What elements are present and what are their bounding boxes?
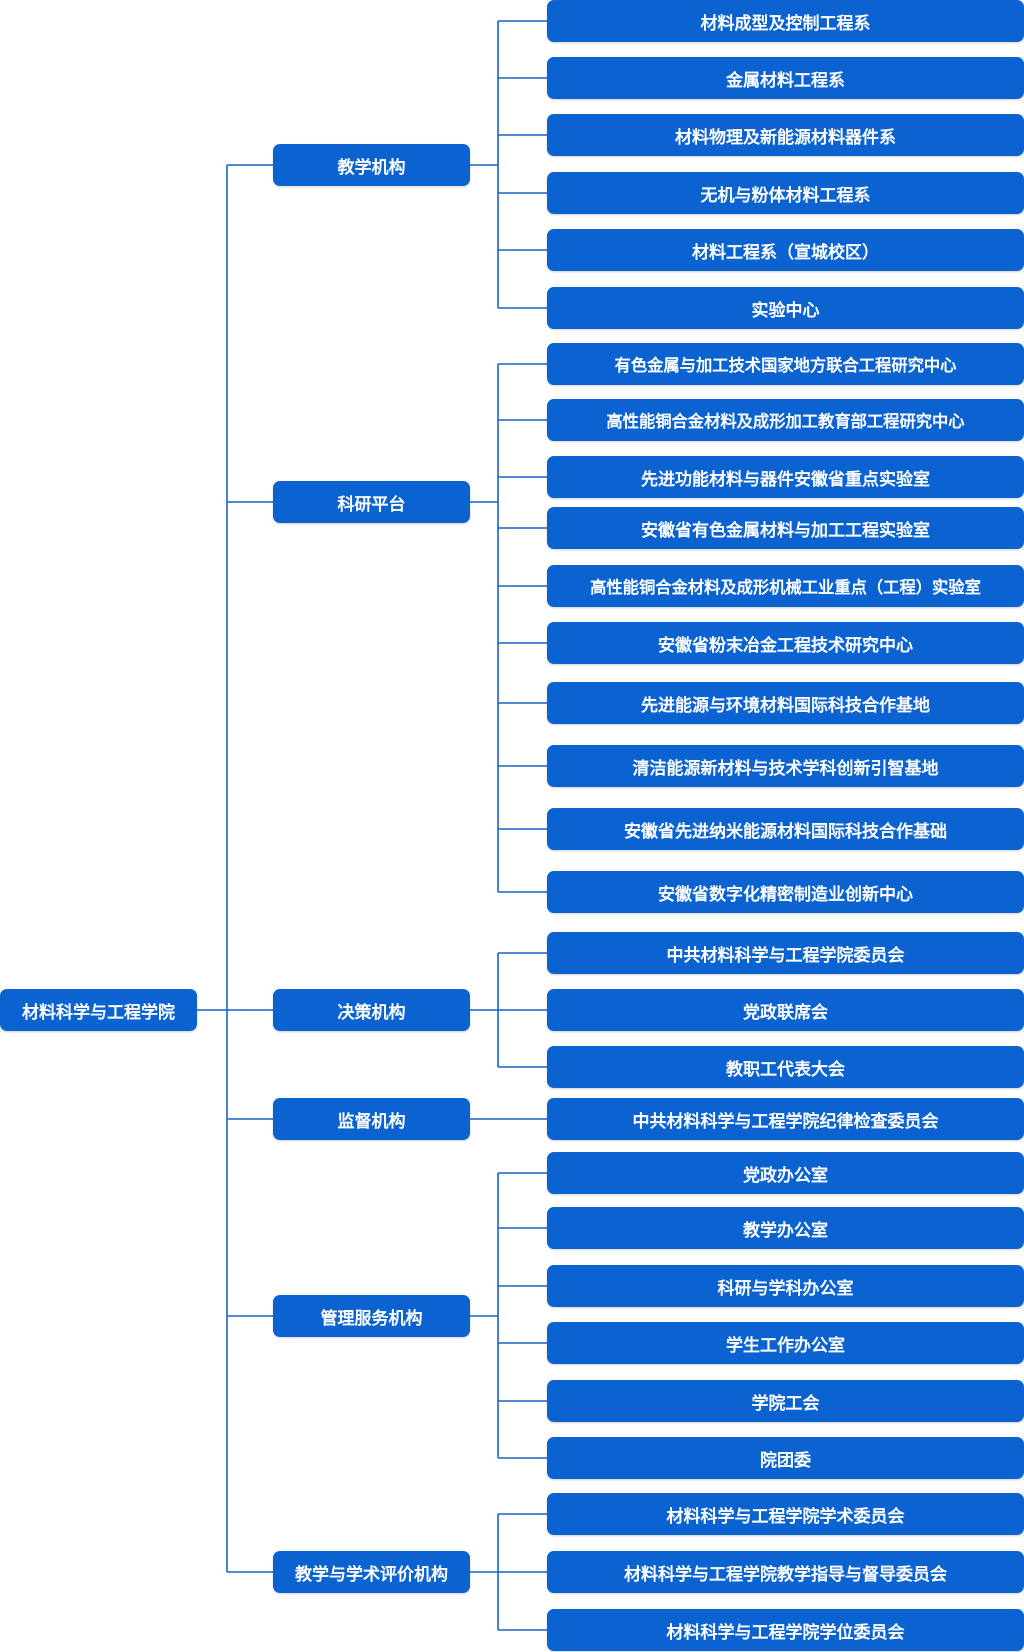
leaf-node[interactable]: 材料科学与工程学院学术委员会 [547,1493,1024,1535]
leaf-node[interactable]: 无机与粉体材料工程系 [547,172,1024,214]
leaf-node[interactable]: 安徽省有色金属材料与加工工程实验室 [547,507,1024,549]
leaf-node[interactable]: 学院工会 [547,1380,1024,1422]
leaf-node[interactable]: 中共材料科学与工程学院纪律检查委员会 [547,1098,1024,1140]
leaf-node[interactable]: 高性能铜合金材料及成形加工教育部工程研究中心 [547,399,1024,441]
leaf-node[interactable]: 材料工程系（宣城校区） [547,229,1024,271]
leaf-node[interactable]: 党政联席会 [547,989,1024,1031]
leaf-node[interactable]: 先进功能材料与器件安徽省重点实验室 [547,456,1024,498]
category-node[interactable]: 管理服务机构 [273,1295,470,1337]
leaf-node[interactable]: 材料物理及新能源材料器件系 [547,114,1024,156]
leaf-node[interactable]: 学生工作办公室 [547,1322,1024,1364]
leaf-node[interactable]: 党政办公室 [547,1152,1024,1194]
leaf-node[interactable]: 教职工代表大会 [547,1046,1024,1088]
root-node[interactable]: 材料科学与工程学院 [0,989,197,1031]
category-node[interactable]: 监督机构 [273,1098,470,1140]
leaf-node[interactable]: 院团委 [547,1437,1024,1479]
category-node[interactable]: 科研平台 [273,481,470,523]
leaf-node[interactable]: 高性能铜合金材料及成形机械工业重点（工程）实验室 [547,565,1024,607]
leaf-node[interactable]: 材料科学与工程学院教学指导与督导委员会 [547,1551,1024,1593]
leaf-node[interactable]: 清洁能源新材料与技术学科创新引智基地 [547,745,1024,787]
category-node[interactable]: 决策机构 [273,989,470,1031]
leaf-node[interactable]: 中共材料科学与工程学院委员会 [547,932,1024,974]
leaf-node[interactable]: 安徽省数字化精密制造业创新中心 [547,871,1024,913]
leaf-node[interactable]: 材料科学与工程学院学位委员会 [547,1609,1024,1651]
leaf-node[interactable]: 有色金属与加工技术国家地方联合工程研究中心 [547,343,1024,385]
leaf-node[interactable]: 科研与学科办公室 [547,1265,1024,1307]
leaf-node[interactable]: 教学办公室 [547,1207,1024,1249]
leaf-node[interactable]: 安徽省先进纳米能源材料国际科技合作基础 [547,808,1024,850]
category-node[interactable]: 教学与学术评价机构 [273,1551,470,1593]
leaf-node[interactable]: 安徽省粉末冶金工程技术研究中心 [547,622,1024,664]
leaf-node[interactable]: 材料成型及控制工程系 [547,0,1024,42]
leaf-node[interactable]: 金属材料工程系 [547,57,1024,99]
leaf-node[interactable]: 实验中心 [547,287,1024,329]
category-node[interactable]: 教学机构 [273,144,470,186]
leaf-node[interactable]: 先进能源与环境材料国际科技合作基地 [547,682,1024,724]
